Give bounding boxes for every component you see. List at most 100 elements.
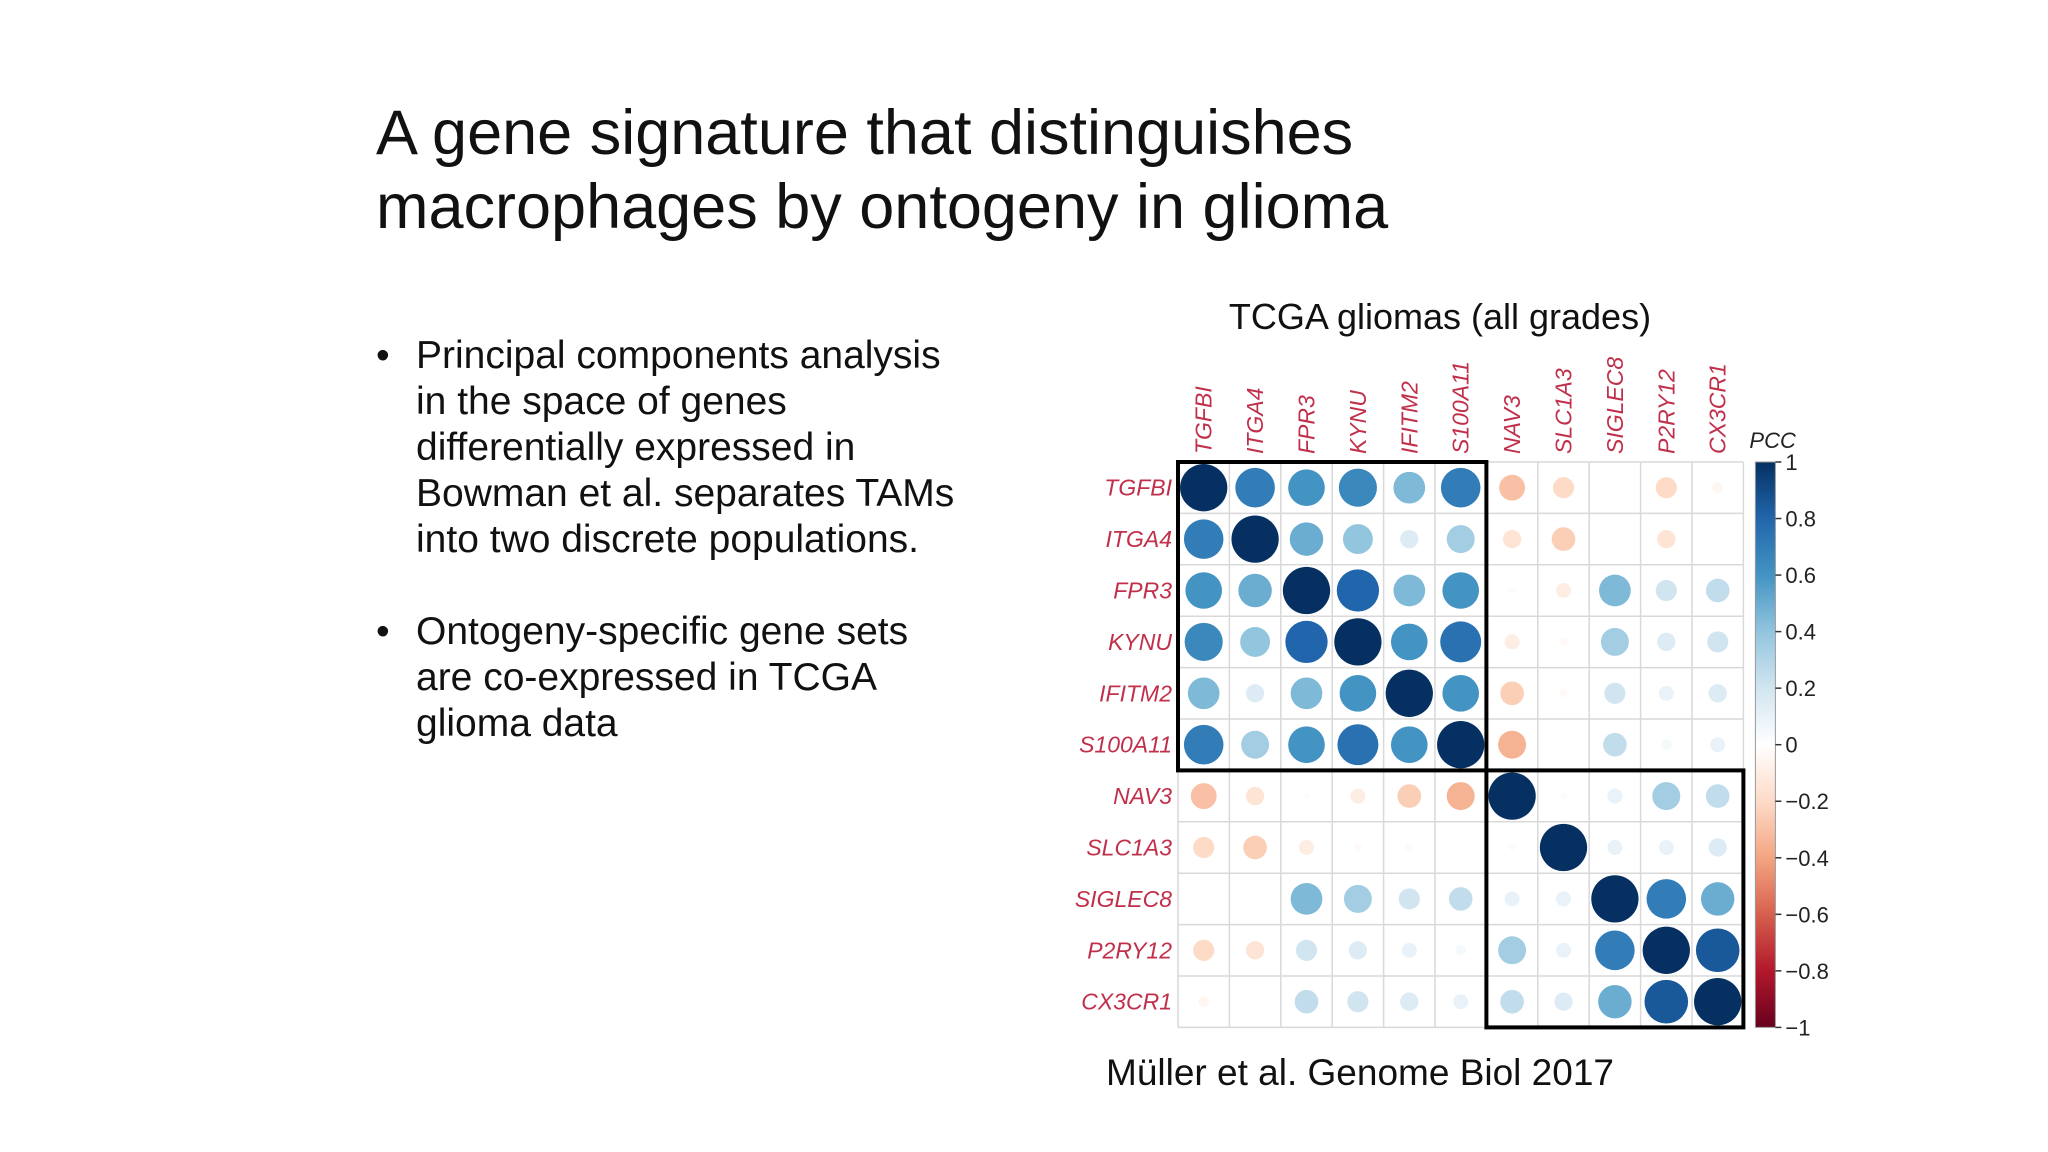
correlation-circle-tgfbi-kynu [1338,468,1377,507]
correlation-circle-siglec8-nav3 [1504,891,1520,907]
correlation-circle-itga4-slc1a3 [1551,527,1576,551]
correlation-circle-nav3-tgfbi [1190,783,1217,810]
column-label-slc1a3: SLC1A3 [1551,368,1577,454]
correlation-circle-slc1a3-cx3cr1 [1708,838,1727,857]
correlation-circle-fpr3-s100a11 [1442,572,1480,609]
correlation-circle-nav3-cx3cr1 [1705,784,1730,808]
bullet-list: • Principal components analysis in the s… [376,333,1036,793]
citation: Müller et al. Genome Biol 2017 [1106,1052,1614,1093]
row-label-kynu: KYNU [1108,629,1172,655]
correlation-circle-nav3-itga4 [1245,786,1265,806]
row-label-tgfbi: TGFBI [1104,475,1172,501]
correlation-circle-cx3cr1-nav3 [1500,989,1524,1014]
correlation-circle-siglec8-p2ry12 [1646,879,1687,919]
correlation-circle-slc1a3-itga4 [1243,835,1267,860]
correlation-circle-kynu-itga4 [1240,626,1271,657]
correlation-circle-p2ry12-kynu [1348,941,1368,960]
correlation-circle-fpr3-siglec8 [1599,574,1631,607]
correlation-circle-kynu-nav3 [1504,634,1520,650]
correlation-circle-tgfbi-cx3cr1 [1712,482,1723,493]
correlation-circle-tgfbi-fpr3 [1288,469,1325,507]
correlation-circle-cx3cr1-s100a11 [1453,994,1469,1010]
column-label-siglec8: SIGLEC8 [1602,357,1628,454]
correlation-circle-kynu-fpr3 [1285,620,1328,664]
correlation-circle-kynu-s100a11 [1440,621,1482,663]
correlation-circle-fpr3-kynu [1336,569,1380,612]
correlation-circle-s100a11-cx3cr1 [1710,737,1726,753]
colorbar-tick-label: −1 [1785,1015,1810,1040]
correlation-circle-slc1a3-ifitm2 [1405,843,1414,852]
row-label-s100a11: S100A11 [1079,732,1172,758]
correlation-circle-cx3cr1-p2ry12 [1644,979,1689,1024]
bullet-line: glioma data [416,702,618,745]
correlation-matrix-chart: TGFBIITGA4FPR3KYNUIFITM2S100A11NAV3SLC1A… [1075,357,1829,1040]
correlation-circle-slc1a3-kynu [1353,843,1362,852]
correlation-circle-kynu-tgfbi [1184,622,1223,661]
row-label-slc1a3: SLC1A3 [1086,835,1172,861]
colorbar-title: PCC [1749,428,1796,453]
correlation-circle-fpr3-ifitm2 [1393,574,1426,607]
correlation-circle-nav3-nav3 [1488,772,1536,820]
correlation-circle-tgfbi-s100a11 [1440,467,1481,508]
correlation-circle-itga4-itga4 [1231,515,1279,563]
correlation-circle-ifitm2-kynu [1339,674,1377,712]
correlation-circle-ifitm2-ifitm2 [1385,669,1433,717]
bullet-pca: • Principal components analysis in the s… [376,333,1036,563]
colorbar-tick-label: 0.4 [1785,620,1816,645]
correlation-circle-slc1a3-p2ry12 [1658,840,1674,855]
correlation-circle-s100a11-itga4 [1241,730,1270,759]
row-label-ifitm2: IFITM2 [1099,680,1172,706]
correlation-circle-siglec8-kynu [1343,884,1372,913]
correlation-circle-kynu-kynu [1334,618,1382,666]
correlation-circle-itga4-ifitm2 [1400,529,1419,549]
correlation-circle-itga4-fpr3 [1289,522,1324,556]
correlation-circle-p2ry12-nav3 [1498,936,1527,965]
correlation-circle-s100a11-nav3 [1498,730,1527,759]
correlation-circle-fpr3-slc1a3 [1556,583,1571,598]
correlation-circle-tgfbi-tgfbi [1180,464,1228,512]
correlation-circle-p2ry12-itga4 [1245,941,1265,960]
correlation-circle-fpr3-fpr3 [1282,566,1331,615]
column-label-nav3: NAV3 [1499,395,1525,454]
colorbar-tick-label: −0.6 [1785,902,1828,927]
correlation-circle-ifitm2-p2ry12 [1658,685,1674,701]
row-label-nav3: NAV3 [1113,783,1172,809]
bullet-line: are co-expressed in TCGA [416,656,877,699]
correlation-circle-cx3cr1-cx3cr1 [1694,978,1742,1026]
bullet-line: Ontogeny-specific gene sets [416,610,909,653]
correlation-circle-cx3cr1-tgfbi [1198,996,1209,1007]
correlation-circle-p2ry12-fpr3 [1295,939,1318,961]
bullet-ontogeny: • Ontogeny-specific gene sets are co-exp… [376,609,1036,747]
row-label-cx3cr1: CX3CR1 [1081,989,1172,1015]
bullet-line: Bowman et al. separates TAMs [416,472,955,515]
correlation-circle-ifitm2-siglec8 [1604,682,1626,704]
correlation-circle-ifitm2-itga4 [1245,684,1265,703]
correlation-circle-siglec8-siglec8 [1591,875,1639,923]
correlation-circle-s100a11-ifitm2 [1390,726,1428,764]
row-label-siglec8: SIGLEC8 [1075,886,1172,912]
correlation-circle-ifitm2-slc1a3 [1559,689,1568,698]
correlation-circle-s100a11-tgfbi [1183,724,1224,765]
correlation-circle-kynu-slc1a3 [1559,637,1568,646]
row-label-itga4: ITGA4 [1106,526,1172,552]
correlation-circle-siglec8-cx3cr1 [1700,882,1735,916]
slide-title-line-2: macrophages by ontogeny in glioma [376,172,1389,242]
bullet-line: into two discrete populations. [416,518,919,561]
correlation-circle-s100a11-p2ry12 [1661,739,1672,750]
correlation-circle-siglec8-slc1a3 [1556,891,1571,907]
correlation-circle-p2ry12-cx3cr1 [1695,928,1740,973]
slide-title: A gene signature that distinguishes macr… [376,96,1676,244]
column-label-p2ry12: P2RY12 [1653,369,1679,454]
column-label-ifitm2: IFITM2 [1396,381,1422,454]
cluster-box-2 [1484,768,1746,1030]
correlation-circle-siglec8-s100a11 [1448,887,1473,911]
bullet-dot: • [376,334,390,377]
correlation-circle-ifitm2-nav3 [1500,681,1524,706]
correlation-circle-slc1a3-fpr3 [1299,840,1314,855]
correlation-circle-p2ry12-siglec8 [1595,930,1635,971]
correlation-circle-p2ry12-slc1a3 [1556,942,1571,958]
correlation-circle-kynu-p2ry12 [1657,632,1676,652]
correlation-circle-ifitm2-fpr3 [1290,677,1323,710]
colorbar-tick-label: 0.2 [1785,676,1816,701]
colorbar-tick-label: 0 [1785,733,1797,758]
